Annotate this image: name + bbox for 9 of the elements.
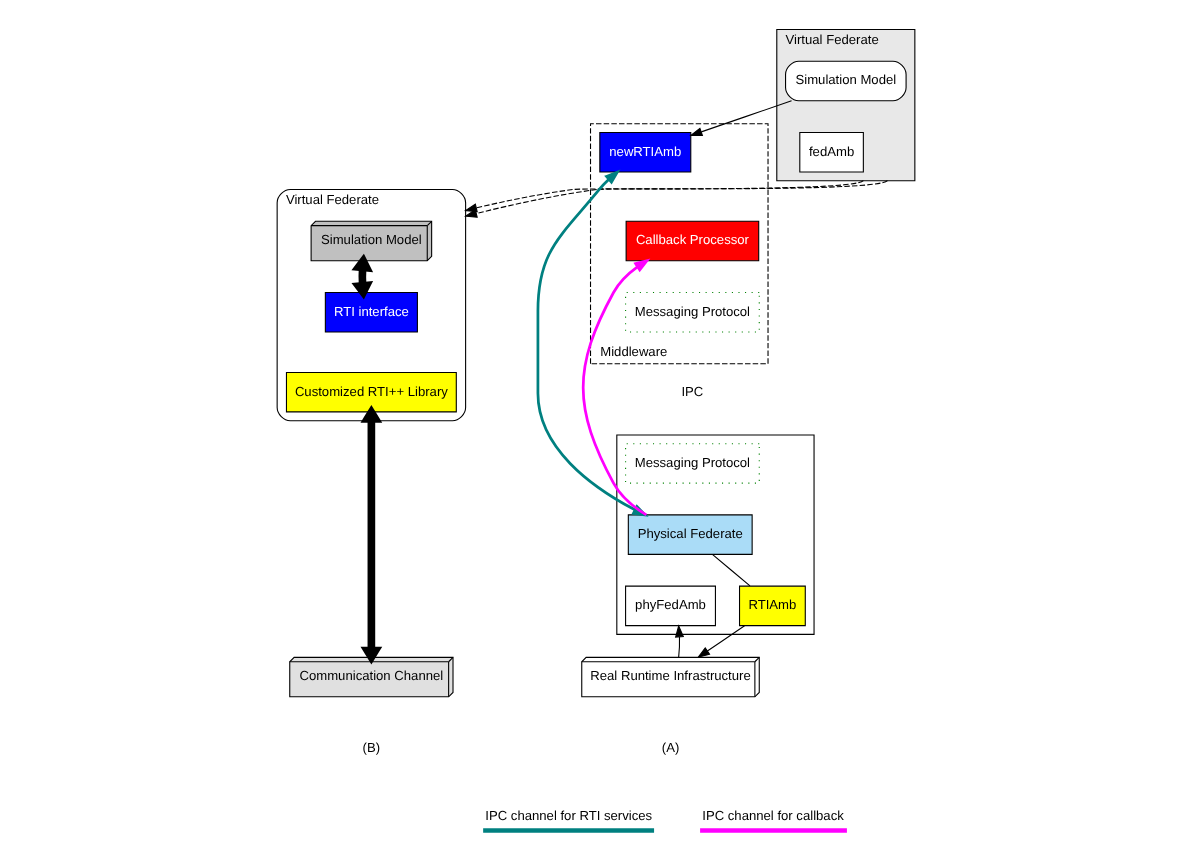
arrow [464, 180, 888, 218]
arrow [360, 404, 383, 665]
cluster [616, 434, 815, 635]
arrow [674, 624, 685, 658]
arrow [696, 625, 746, 659]
arrow [351, 253, 374, 300]
connector [712, 554, 751, 587]
arrow [464, 180, 864, 213]
arrow [689, 100, 793, 137]
